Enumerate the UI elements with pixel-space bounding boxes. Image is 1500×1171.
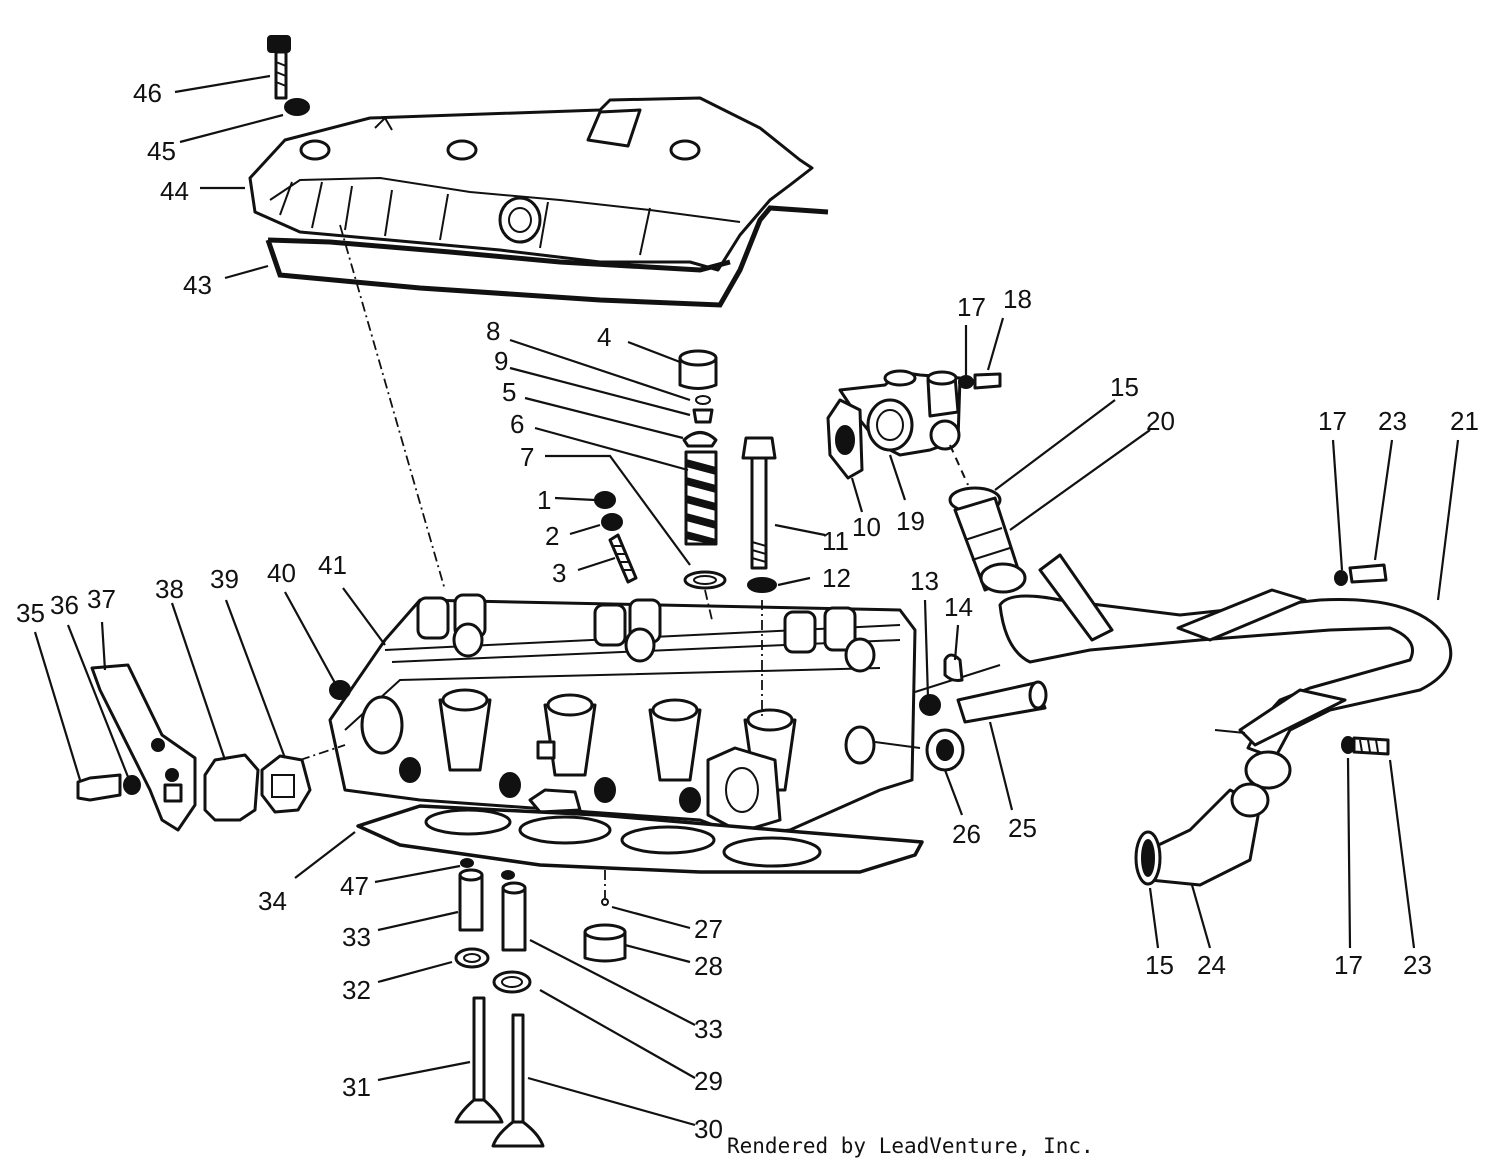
callout-12: 12: [822, 563, 851, 593]
callout-11: 11: [822, 526, 849, 556]
leader-lines: [33, 74, 1460, 1127]
head-gasket: [356, 804, 924, 874]
callout-17-right: 17: [1318, 406, 1347, 436]
cylinder-head: [328, 593, 917, 837]
valve-cover-gasket: [265, 205, 829, 308]
thermostat-housing: [826, 369, 1002, 480]
left-side-parts: [76, 663, 351, 832]
callout-numbers: 46 45 44 43 8 4 9 5 6 7 1 2 3 11 12 17 1…: [16, 78, 1479, 1144]
callout-21: 21: [1450, 406, 1479, 436]
callout-9: 9: [494, 346, 508, 376]
render-credit: Rendered by LeadVenture, Inc.: [727, 1134, 1094, 1158]
callout-24: 24: [1197, 950, 1226, 980]
callout-34: 34: [258, 886, 287, 916]
valves-and-guides: [454, 858, 627, 1148]
callout-2: 2: [545, 521, 559, 551]
callout-36: 36: [50, 590, 79, 620]
callout-43: 43: [183, 270, 212, 300]
callout-23: 23: [1378, 406, 1407, 436]
callout-40: 40: [267, 558, 296, 588]
callout-33: 33: [342, 922, 371, 952]
callout-4: 4: [597, 322, 611, 352]
callout-30: 30: [694, 1114, 723, 1144]
callout-8: 8: [486, 316, 500, 346]
callout-44: 44: [160, 176, 189, 206]
callout-37: 37: [87, 584, 116, 614]
callout-17: 17: [957, 292, 986, 322]
callout-18: 18: [1003, 284, 1032, 314]
callout-1: 1: [537, 485, 551, 515]
callout-7: 7: [520, 442, 534, 472]
callout-33-lower: 33: [694, 1014, 723, 1044]
callout-38: 38: [155, 574, 184, 604]
callout-26: 26: [952, 819, 981, 849]
callout-5: 5: [502, 377, 516, 407]
alignment-line: [339, 224, 446, 591]
callout-45: 45: [147, 136, 176, 166]
callout-47: 47: [340, 871, 369, 901]
callout-3: 3: [552, 558, 566, 588]
callout-29: 29: [694, 1066, 723, 1096]
callout-6: 6: [510, 409, 524, 439]
callout-27: 27: [694, 914, 723, 944]
callout-20: 20: [1146, 406, 1175, 436]
callout-19: 19: [896, 506, 925, 536]
callout-17-lower: 17: [1334, 950, 1363, 980]
callout-13: 13: [910, 566, 939, 596]
callout-39: 39: [210, 564, 239, 594]
callout-28: 28: [694, 951, 723, 981]
callout-31: 31: [342, 1072, 371, 1102]
callout-46: 46: [133, 78, 162, 108]
callout-32: 32: [342, 975, 371, 1005]
callout-23-lower: 23: [1403, 950, 1432, 980]
callout-15-lower: 15: [1145, 950, 1174, 980]
valve-train-parts: [594, 349, 777, 720]
hose-connector: [948, 444, 1027, 594]
callout-35: 35: [16, 598, 45, 628]
exhaust-pipe: [998, 553, 1453, 887]
callout-25: 25: [1008, 813, 1037, 843]
callout-41: 41: [318, 550, 347, 580]
valve-cover: [248, 96, 814, 272]
fittings: [874, 653, 1048, 772]
cover-bolt: [267, 35, 310, 116]
callout-14: 14: [944, 592, 973, 622]
callout-15: 15: [1110, 372, 1139, 402]
callout-10: 10: [852, 512, 881, 542]
